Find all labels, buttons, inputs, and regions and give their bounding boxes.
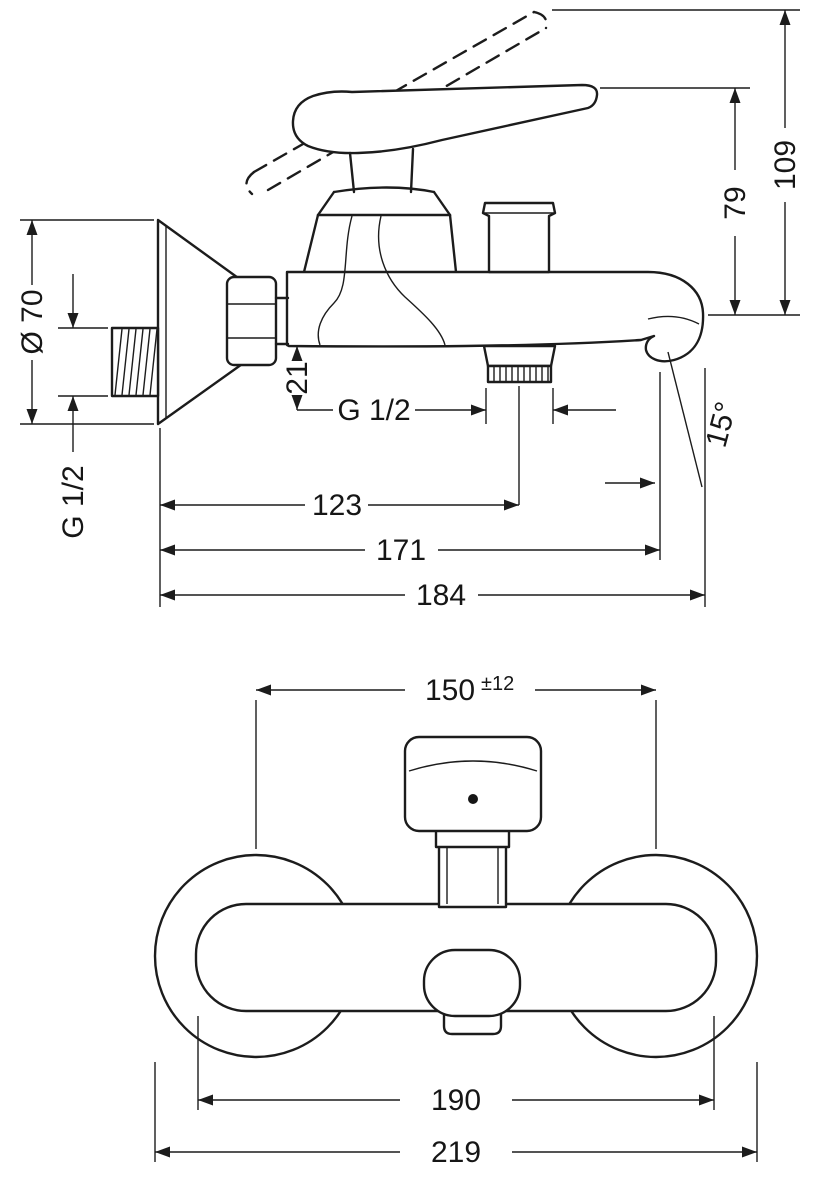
union-tube — [274, 296, 290, 346]
handle-top-edge — [408, 760, 538, 772]
dim-label-21: 21 — [281, 361, 314, 394]
dim-label-diameter-70: Ø 70 — [16, 289, 49, 354]
handle-indicator-dot — [468, 794, 478, 804]
side-view: Ø 70 G 1/2 21 G 1/2 123 171 184 79 109 1… — [16, 9, 802, 612]
dim-label-g12-wall: G 1/2 — [57, 465, 90, 538]
body-contour-left — [317, 215, 353, 346]
nut-facet-lines — [227, 303, 276, 339]
spout-inner-line — [647, 315, 700, 325]
angle-reference-line — [667, 351, 703, 488]
dim-label-171: 171 — [376, 534, 426, 567]
cartridge-front — [437, 843, 508, 909]
dim-label-15deg: 15° — [700, 398, 744, 450]
union-nut — [225, 275, 278, 367]
ext-line — [58, 327, 108, 397]
handle-neck — [302, 147, 458, 274]
dim-label-184: 184 — [416, 579, 466, 612]
front-view-dimensions: 150 ±12 190 219 — [154, 673, 758, 1169]
dim-label-219: 219 — [431, 1136, 481, 1169]
mixer-body — [285, 270, 705, 363]
spout-front — [422, 948, 522, 1018]
body-contour-right — [377, 215, 446, 346]
aerator-knurl-lines — [493, 366, 549, 382]
dim-label-109: 109 — [769, 140, 802, 190]
handle-lever — [291, 83, 599, 155]
cartridge-edge-lines — [446, 845, 499, 904]
dim-label-150: 150 — [425, 674, 475, 707]
dim-label-190: 190 — [431, 1084, 481, 1117]
shower-outlet-port — [481, 201, 557, 274]
aerator — [482, 344, 557, 368]
handle-front — [403, 735, 543, 833]
thread-hatching — [114, 328, 158, 396]
front-view: 150 ±12 190 219 — [153, 673, 759, 1169]
side-view-dimensions: Ø 70 G 1/2 21 G 1/2 123 171 184 79 109 1… — [16, 9, 802, 612]
dim-label-g12-outlet: G 1/2 — [337, 394, 410, 427]
dim-label-123: 123 — [312, 489, 362, 522]
dim-label-79: 79 — [719, 186, 752, 219]
spout-aerator-front — [442, 1010, 503, 1036]
dim-label-150-tolerance: ±12 — [481, 673, 514, 695]
